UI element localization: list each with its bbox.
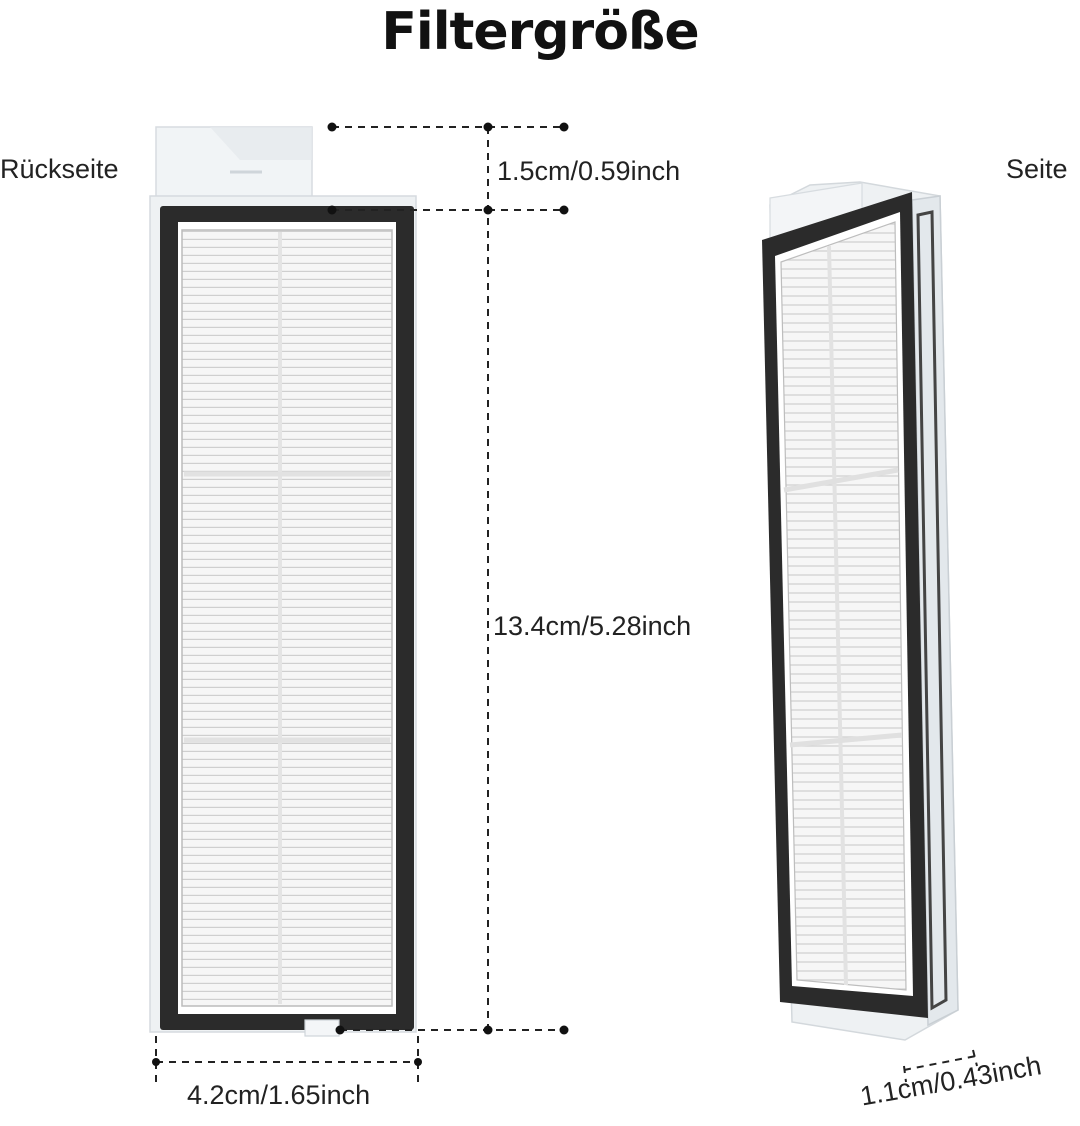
side-view-label: Seite [1006,154,1068,184]
top-offset-dimension: 1.5cm/0.59inch [497,156,681,186]
depth-guide-line [903,1055,977,1071]
page-title: Filtergröße [381,2,699,62]
depth-tick-left [903,1065,907,1083]
width-dimension: 4.2cm/1.65inch [187,1080,371,1110]
side-filter [762,181,959,1041]
height-dimension: 13.4cm/5.28inch [493,611,692,641]
depth-tick-right [972,1049,978,1067]
back-view-label: Rückseite [0,154,119,184]
dimension-lines [155,126,978,1085]
back-filter [149,126,417,1037]
dimension-dots [152,122,569,1066]
